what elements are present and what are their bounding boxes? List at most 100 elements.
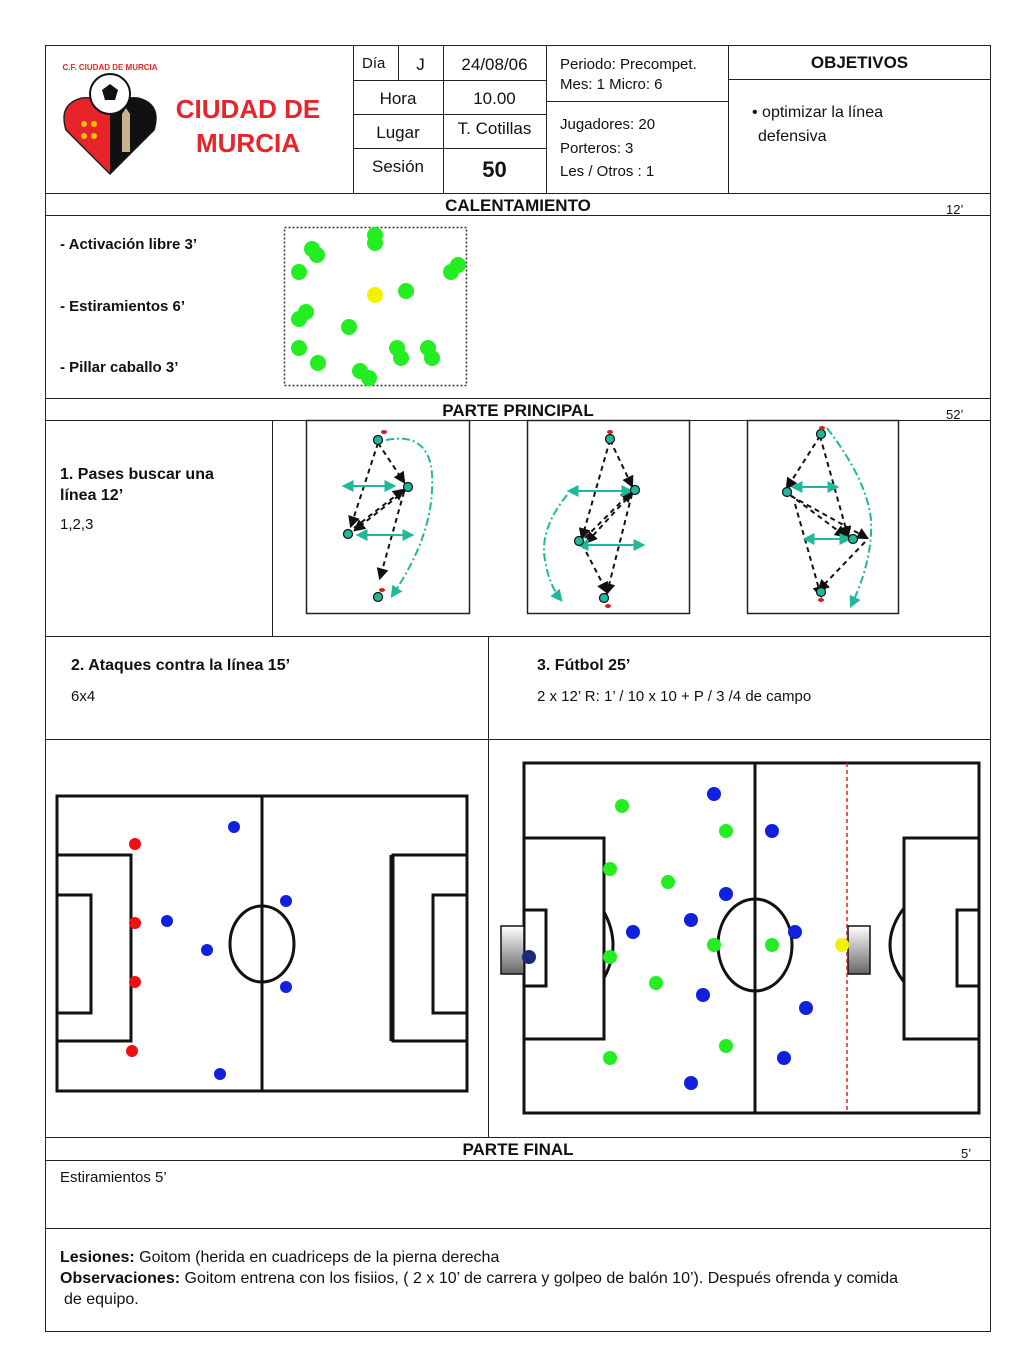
divider <box>398 45 399 80</box>
player-marker <box>341 319 357 335</box>
observaciones-text: Goitom entrena con los fisiios, ( 2 x 10… <box>180 1270 899 1287</box>
les-otros-text: Les / Otros : 1 <box>560 163 655 180</box>
ball-marker <box>605 604 611 608</box>
porteros-text: Porteros: 3 <box>560 140 634 157</box>
divider <box>353 114 546 115</box>
ball-marker <box>818 598 824 602</box>
player-marker <box>815 428 827 440</box>
attack-drill-pitch <box>55 794 469 1093</box>
player-marker-yellow <box>367 287 383 303</box>
section-time: 12’ <box>946 202 964 217</box>
player-marker <box>629 484 641 496</box>
logo-lettering: C.F. CIUDAD DE MURCIA <box>62 63 157 72</box>
divider <box>45 1137 991 1138</box>
passing-diagram-2 <box>526 419 691 615</box>
divider <box>728 45 729 193</box>
goal <box>847 925 871 975</box>
player-marker <box>402 481 414 493</box>
club-name: CIUDAD DE MURCIA <box>163 92 333 160</box>
player-marker <box>815 586 827 598</box>
player-marker <box>372 434 384 446</box>
section-title-calentamiento: CALENTAMIENTO <box>445 196 591 215</box>
blue-team-marker <box>684 913 698 927</box>
section-title-parte-principal: PARTE PRINCIPAL <box>442 401 594 420</box>
ball-marker <box>381 430 387 434</box>
periodo-text: Periodo: Precompet. <box>560 56 697 73</box>
player-marker <box>361 370 377 386</box>
passing-diagram-1 <box>305 419 471 615</box>
green-team-marker <box>719 824 733 838</box>
attacker-marker <box>201 944 213 956</box>
blue-team-marker <box>799 1001 813 1015</box>
player-marker <box>847 533 859 545</box>
divider <box>45 1228 991 1229</box>
observaciones-line: Observaciones: Goitom entrena con los fi… <box>60 1270 898 1288</box>
exercise-3-title: 3. Fútbol 25’ <box>537 657 631 674</box>
player-marker <box>573 535 585 547</box>
section-title-parte-final: PARTE FINAL <box>462 1140 574 1159</box>
passing-diagram-3 <box>746 419 900 615</box>
dia-value: J <box>416 55 425 74</box>
green-team-marker <box>649 976 663 990</box>
goalkeeper-marker <box>522 950 536 964</box>
neutral-player-marker <box>835 938 849 952</box>
exercise-1-detail: 1,2,3 <box>60 516 94 533</box>
player-marker <box>604 433 616 445</box>
green-team-marker <box>615 799 629 813</box>
divider <box>488 636 489 1137</box>
club-logo: C.F. CIUDAD DE MURCIA <box>62 63 158 176</box>
green-team-marker <box>603 1051 617 1065</box>
blue-team-marker <box>707 787 721 801</box>
green-team-marker <box>661 875 675 889</box>
lugar-label: Lugar <box>376 123 420 142</box>
green-team-marker <box>719 1039 733 1053</box>
blue-team-marker <box>788 925 802 939</box>
attacker-marker <box>161 915 173 927</box>
club-name-line-2: MURCIA <box>196 128 300 158</box>
club-name-line-1: CIUDAD DE <box>175 94 321 124</box>
objetivo-item: • optimizar la línea <box>752 104 883 121</box>
divider <box>45 1160 991 1161</box>
exercise-3-detail: 2 x 12’ R: 1’ / 10 x 10 + P / 3 /4 de ca… <box>537 688 812 705</box>
player-marker <box>398 283 414 299</box>
player-marker <box>310 355 326 371</box>
divider <box>45 636 991 637</box>
green-team-marker <box>707 938 721 952</box>
attacker-marker <box>228 821 240 833</box>
goal <box>500 925 525 975</box>
divider <box>443 45 444 193</box>
ball-marker <box>379 588 385 592</box>
warmup-item: - Activación libre 3’ <box>60 236 197 253</box>
exercise-1-title-line-1: 1. Pases buscar una <box>60 466 214 483</box>
player-marker <box>291 340 307 356</box>
divider <box>353 80 546 81</box>
blue-team-marker <box>696 988 710 1002</box>
sheet-frame <box>45 45 991 1332</box>
observaciones-label: Observaciones: <box>60 1270 181 1287</box>
defender-marker <box>129 976 141 988</box>
observaciones-line-2: de equipo. <box>64 1291 139 1308</box>
divider <box>45 739 991 740</box>
divider <box>546 101 728 102</box>
dia-label: Día <box>362 55 386 72</box>
ball-marker <box>819 426 825 430</box>
final-detail: Estiramientos 5’ <box>60 1169 167 1186</box>
exercise-2-title: 2. Ataques contra la línea 15’ <box>71 657 291 674</box>
divider <box>353 45 354 193</box>
section-time: 52’ <box>946 407 964 422</box>
defender-marker <box>129 838 141 850</box>
green-team-marker <box>765 938 779 952</box>
sesion-value: 50 <box>482 157 507 182</box>
player-marker <box>443 264 459 280</box>
green-team-marker <box>603 950 617 964</box>
divider <box>272 420 273 636</box>
attacker-marker <box>214 1068 226 1080</box>
player-marker <box>367 235 383 251</box>
player-marker <box>291 311 307 327</box>
blue-team-marker <box>765 824 779 838</box>
mes-micro-text: Mes: 1 Micro: 6 <box>560 76 663 93</box>
player-marker <box>342 528 354 540</box>
defender-marker <box>129 917 141 929</box>
objetivos-title: OBJETIVOS <box>810 53 909 72</box>
blue-team-marker <box>777 1051 791 1065</box>
